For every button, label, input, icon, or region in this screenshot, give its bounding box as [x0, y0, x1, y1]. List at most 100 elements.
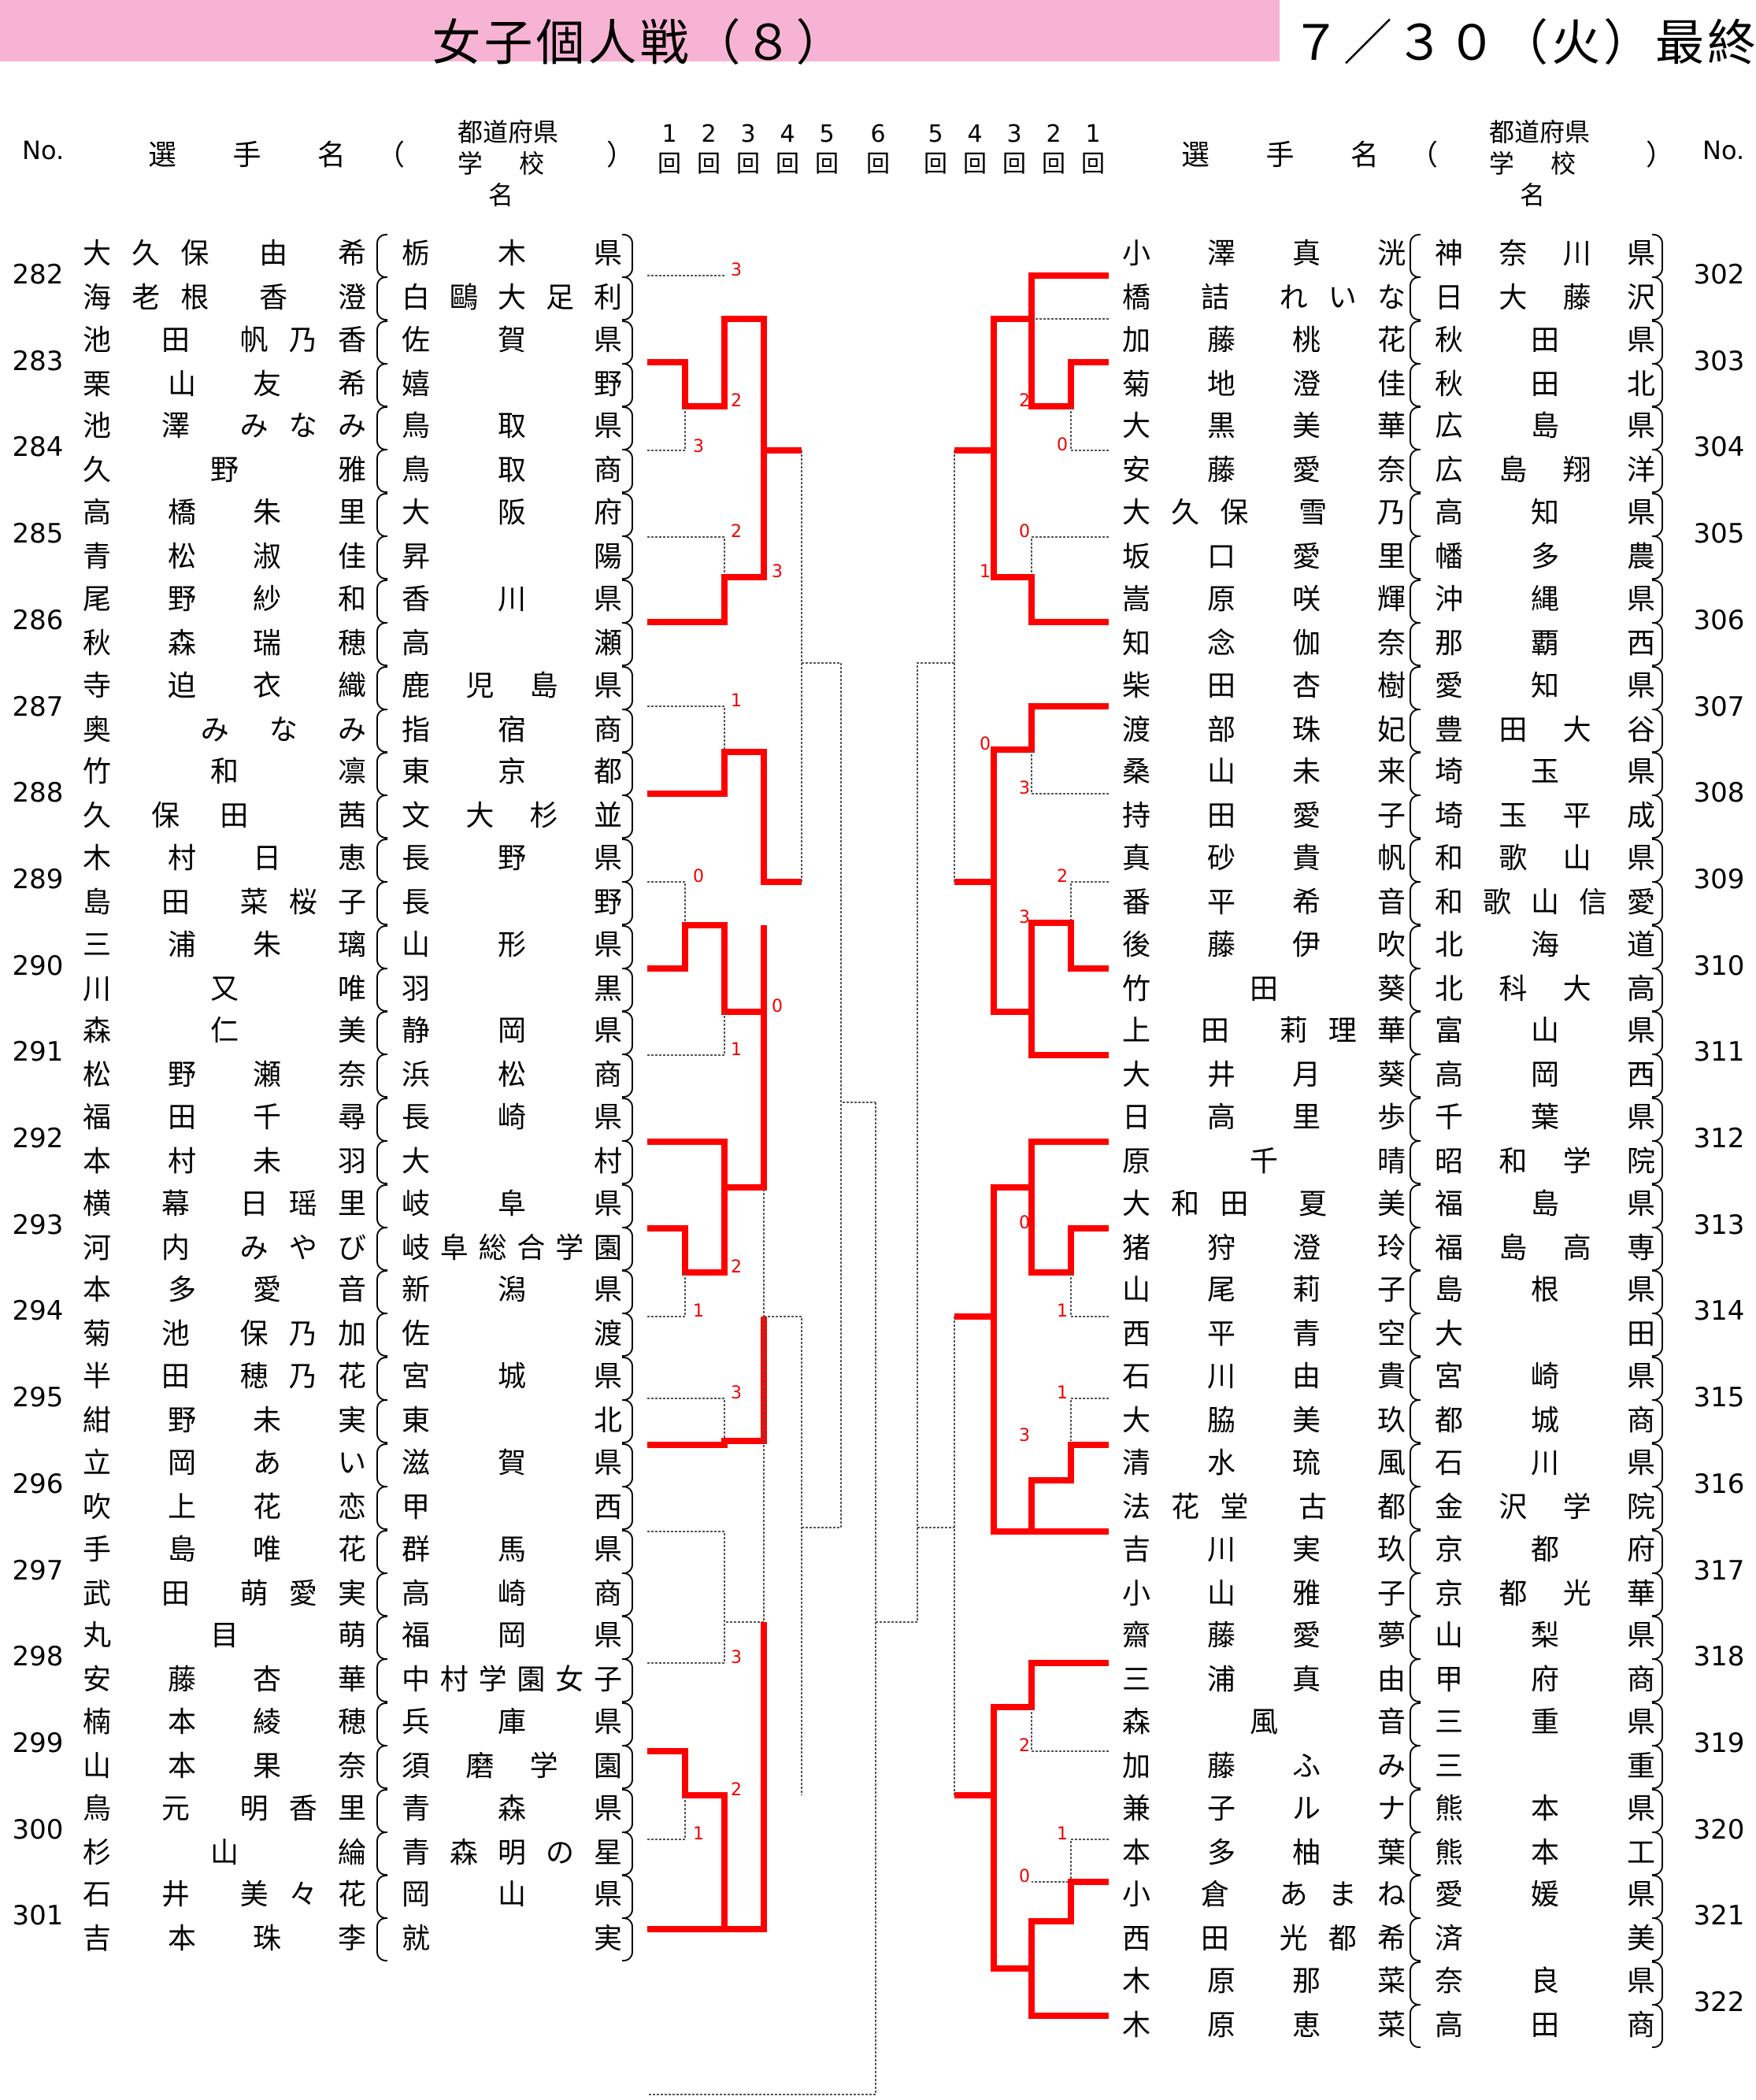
school-name: 福 島 高 専 — [1435, 1231, 1655, 1265]
player-name: 松 野 瀬 奈 — [83, 1059, 366, 1092]
player-name: 上 田 莉理華 — [1122, 1015, 1406, 1048]
school-name: 高 崎 商 — [402, 1577, 622, 1610]
entry-number: 314 — [1693, 1295, 1745, 1328]
school-name: 和 歌 山 県 — [1435, 842, 1655, 875]
close-paren-bracket — [622, 1744, 633, 1789]
school-name: 岡 山 県 — [402, 1879, 622, 1912]
winner-line — [647, 450, 767, 625]
open-paren-bracket — [1410, 1140, 1421, 1184]
round-header: 3 回 — [1002, 120, 1026, 178]
school-name: 富 山 県 — [1435, 1015, 1655, 1048]
open-paren-bracket — [376, 362, 387, 407]
school-name: 甲 府 商 — [1435, 1664, 1655, 1697]
player-name: 小 山 雅 子 — [1122, 1577, 1406, 1610]
match-score: 0 — [693, 867, 704, 887]
school-name: 石 川 県 — [1435, 1446, 1655, 1480]
col-pref-right: 都道府県 学 校 名 — [1469, 117, 1610, 211]
player-name: 手 島 唯 花 — [83, 1533, 366, 1566]
player-name: 菊 地 澄 佳 — [1122, 368, 1406, 401]
match-score: 2 — [731, 1780, 742, 1800]
open-paren-bracket — [376, 535, 387, 580]
round-header: 6 回 — [866, 120, 890, 178]
open-paren-bracket — [1410, 1485, 1421, 1530]
open-paren-bracket — [1410, 621, 1421, 666]
open-paren-bracket — [376, 880, 387, 925]
entry-number: 293 — [12, 1209, 64, 1241]
entry-number: 299 — [12, 1727, 64, 1759]
open-paren-bracket — [376, 1485, 387, 1530]
open-paren-bracket — [1410, 1917, 1421, 1962]
player-name: 大 脇 美 玖 — [1122, 1405, 1406, 1438]
player-name: 兼 子 ル ナ — [1122, 1792, 1406, 1825]
entry-number: 320 — [1693, 1813, 1745, 1846]
player-name: 小 倉 あまね — [1122, 1879, 1406, 1912]
entry-number: 302 — [1693, 259, 1745, 291]
col-no-right: No. — [1702, 135, 1745, 165]
winner-line — [954, 703, 1109, 885]
school-name: 宮 崎 県 — [1435, 1361, 1655, 1394]
entry-number: 288 — [12, 777, 64, 809]
close-paren-bracket — [1652, 1831, 1663, 1876]
player-name: 本 多 愛 音 — [83, 1274, 366, 1307]
school-name: 長 崎 県 — [402, 1102, 622, 1134]
winner-line — [647, 749, 802, 885]
round-header: 5 回 — [924, 120, 947, 178]
close-paren-bracket — [622, 1572, 633, 1617]
school-name: 愛 知 県 — [1435, 669, 1655, 702]
school-name: 沖 縄 県 — [1435, 583, 1655, 616]
open-paren-bracket — [376, 1054, 387, 1098]
player-name: 真 砂 貴 帆 — [1122, 842, 1406, 875]
player-name: 本 村 未 羽 — [83, 1146, 366, 1178]
player-name: 海老根 香 澄 — [83, 282, 366, 314]
entry-number: 316 — [1693, 1468, 1745, 1500]
player-name: 木 原 恵 菜 — [1122, 2009, 1406, 2042]
bracket-line — [1032, 1839, 1109, 1883]
match-score: 1 — [731, 1040, 742, 1060]
school-name: 須 磨 学 園 — [402, 1750, 622, 1783]
player-name: 森 仁 美 — [83, 1015, 366, 1048]
school-name: 甲 西 — [402, 1491, 622, 1524]
school-name: 佐 渡 — [402, 1318, 622, 1351]
match-score: 0 — [1019, 522, 1030, 542]
open-paren-bracket — [376, 1917, 387, 1962]
school-name: 長 野 県 — [402, 842, 622, 875]
match-score: 0 — [1057, 435, 1068, 455]
match-score: 2 — [1019, 1736, 1030, 1756]
winner-line — [1028, 319, 1109, 409]
school-name: 広 島 県 — [1435, 410, 1655, 443]
player-name: 持 田 愛 子 — [1122, 800, 1406, 833]
entry-number: 318 — [1693, 1641, 1745, 1673]
player-name: 猪 狩 澄 玲 — [1122, 1231, 1406, 1265]
round-header: 4 回 — [776, 120, 799, 178]
open-paren-bracket — [376, 1572, 387, 1617]
school-name: 岐 阜 県 — [402, 1187, 622, 1220]
player-name: 山 本 果 奈 — [83, 1750, 366, 1783]
school-name: 幡 多 農 — [1435, 541, 1655, 574]
match-score: 1 — [1057, 1383, 1068, 1403]
player-name: 福 田 千 尋 — [83, 1102, 366, 1134]
school-name: 佐 賀 県 — [402, 324, 622, 357]
entry-number: 304 — [1693, 431, 1745, 464]
winner-line — [991, 882, 1109, 1015]
player-name: 石 川 由 貴 — [1122, 1361, 1406, 1394]
open-paren-bracket — [1410, 1658, 1421, 1703]
open-paren-bracket — [376, 621, 387, 666]
winner-line — [991, 1317, 1109, 1535]
school-name: 高 瀬 — [402, 627, 622, 660]
bracket-line — [647, 1102, 876, 2095]
open-paren-bracket — [376, 1831, 387, 1876]
match-score: 3 — [1019, 779, 1030, 798]
player-name: 安 藤 杏 華 — [83, 1664, 366, 1697]
open-paren-bracket — [1410, 1831, 1421, 1876]
bracket-line — [647, 1622, 725, 1664]
close-paren-bracket — [622, 362, 633, 407]
entry-number: 305 — [1693, 518, 1745, 550]
player-name: 秋 森 瑞 穂 — [83, 627, 366, 660]
school-name: 北 科 大 高 — [1435, 972, 1655, 1006]
player-name: 吉 本 珠 李 — [83, 1923, 366, 1956]
school-name: 那 覇 西 — [1435, 627, 1655, 660]
col-close-paren-left: ） — [606, 139, 635, 172]
match-score: 3 — [1019, 908, 1030, 928]
open-paren-bracket — [1410, 1054, 1421, 1098]
